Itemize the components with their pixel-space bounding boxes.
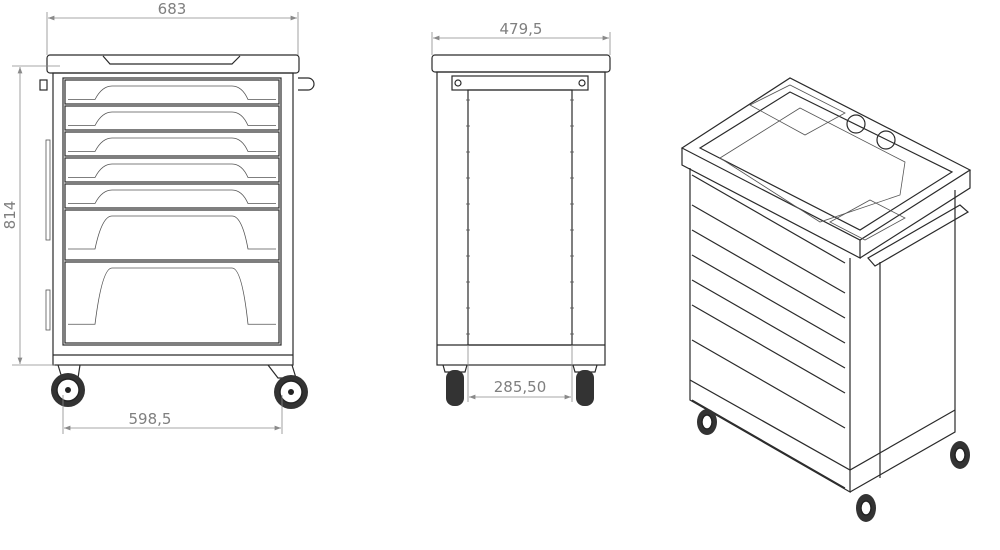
caster-right — [267, 364, 308, 409]
drawer — [64, 209, 280, 261]
iso-drawer-edge — [691, 204, 846, 294]
iso-drawer-edge — [691, 399, 846, 489]
side-view — [431, 54, 611, 406]
dimension-front-wheelbase: 598,5 — [62, 395, 283, 434]
drawer — [64, 183, 280, 209]
dimension-side-wheelbase: 285,50 — [467, 345, 573, 402]
drawer-handle — [68, 163, 276, 178]
drawer-handle — [68, 267, 276, 325]
iso-casters — [697, 409, 970, 522]
drawer — [64, 79, 280, 105]
dimension-label: 479,5 — [500, 20, 543, 38]
caster-right — [572, 364, 598, 406]
caster-left — [442, 364, 468, 406]
drawer — [64, 261, 280, 344]
drawer-handle — [68, 85, 276, 100]
iso-drawer-edge — [691, 174, 846, 264]
dimension-front-width: 683 — [46, 0, 299, 55]
drawer-handle — [68, 215, 276, 250]
drawer-handle — [68, 111, 276, 126]
isometric-view — [680, 77, 972, 522]
drawer — [64, 131, 280, 157]
drawers — [64, 79, 280, 344]
iso-drawer-edge — [691, 254, 846, 344]
caster-left — [51, 364, 85, 407]
front-view — [39, 54, 315, 409]
drawer-handle — [68, 189, 276, 204]
dimension-label: 285,50 — [494, 378, 547, 396]
dimension-front-height: 814 — [1, 65, 60, 366]
dimension-label: 814 — [1, 201, 19, 230]
drawer — [64, 157, 280, 183]
iso-drawer-edge — [691, 304, 846, 394]
dimension-label: 598,5 — [129, 410, 172, 428]
iso-drawer-edge — [691, 279, 846, 369]
iso-drawer-edge — [691, 339, 846, 429]
drawer-handle — [68, 137, 276, 152]
dimension-label: 683 — [158, 0, 187, 18]
drawer — [64, 105, 280, 131]
dimension-side-depth: 479,5 — [431, 20, 611, 55]
iso-drawer-edge — [691, 229, 846, 319]
